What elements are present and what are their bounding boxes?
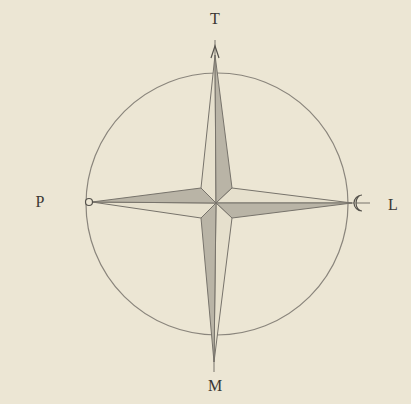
sun-dot [86, 199, 93, 206]
point-letter: L [388, 197, 398, 213]
point-letter: M [208, 378, 222, 394]
compass-star [92, 55, 352, 362]
point-letter: P [36, 194, 45, 210]
axis-tick [214, 362, 215, 372]
moon-crescent [354, 195, 362, 211]
point-letter: T [210, 11, 220, 27]
arrow-tip [211, 46, 219, 58]
